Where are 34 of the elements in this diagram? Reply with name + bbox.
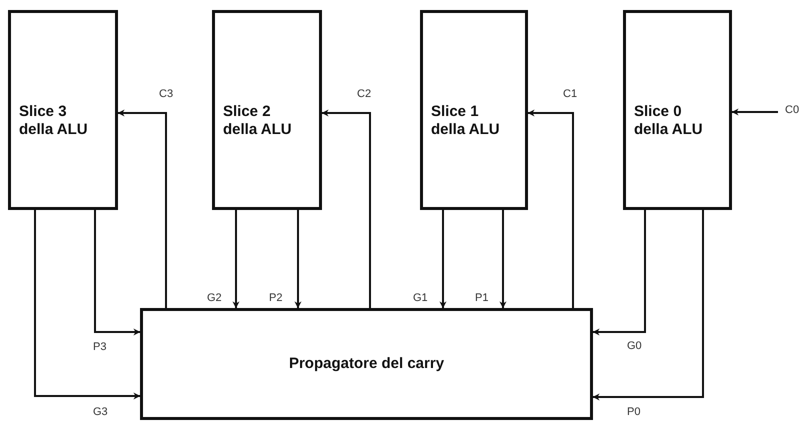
edge-label: P2 <box>268 292 284 304</box>
edge-label: G3 <box>92 406 109 418</box>
edge-label: G0 <box>626 340 643 352</box>
box-label: Propagatore del carry <box>288 355 444 373</box>
box-label: Slice 2 della ALU <box>223 103 293 139</box>
edge-label: C1 <box>562 88 578 100</box>
alu-slice-box <box>623 10 732 210</box>
edge-label: C2 <box>356 88 372 100</box>
arrow <box>499 210 506 308</box>
edge-label: P0 <box>626 406 642 418</box>
box-label: Slice 0 della ALU <box>634 103 704 139</box>
edge-label: P1 <box>474 292 490 304</box>
arrow <box>322 109 371 308</box>
alu-slice-box <box>420 10 528 210</box>
arrow <box>592 210 646 336</box>
arrow <box>118 109 167 308</box>
arrow <box>592 210 704 400</box>
arrow <box>439 210 446 308</box>
arrow <box>732 108 778 116</box>
edge-label: G1 <box>412 292 429 304</box>
edge-label: C0 <box>784 104 800 116</box>
carry-propagator-box <box>140 308 593 420</box>
arrow <box>528 109 574 308</box>
arrow <box>232 210 240 308</box>
alu-slice-box <box>212 10 322 210</box>
edge-label: C3 <box>158 88 174 100</box>
box-label: Slice 3 della ALU <box>19 103 89 139</box>
arrow <box>94 210 140 336</box>
box-label: Slice 1 della ALU <box>431 103 501 139</box>
arrow <box>294 210 302 308</box>
edge-label: G2 <box>206 292 223 304</box>
edge-label: P3 <box>92 341 108 353</box>
alu-slice-box <box>8 10 118 210</box>
arrow <box>34 210 140 400</box>
